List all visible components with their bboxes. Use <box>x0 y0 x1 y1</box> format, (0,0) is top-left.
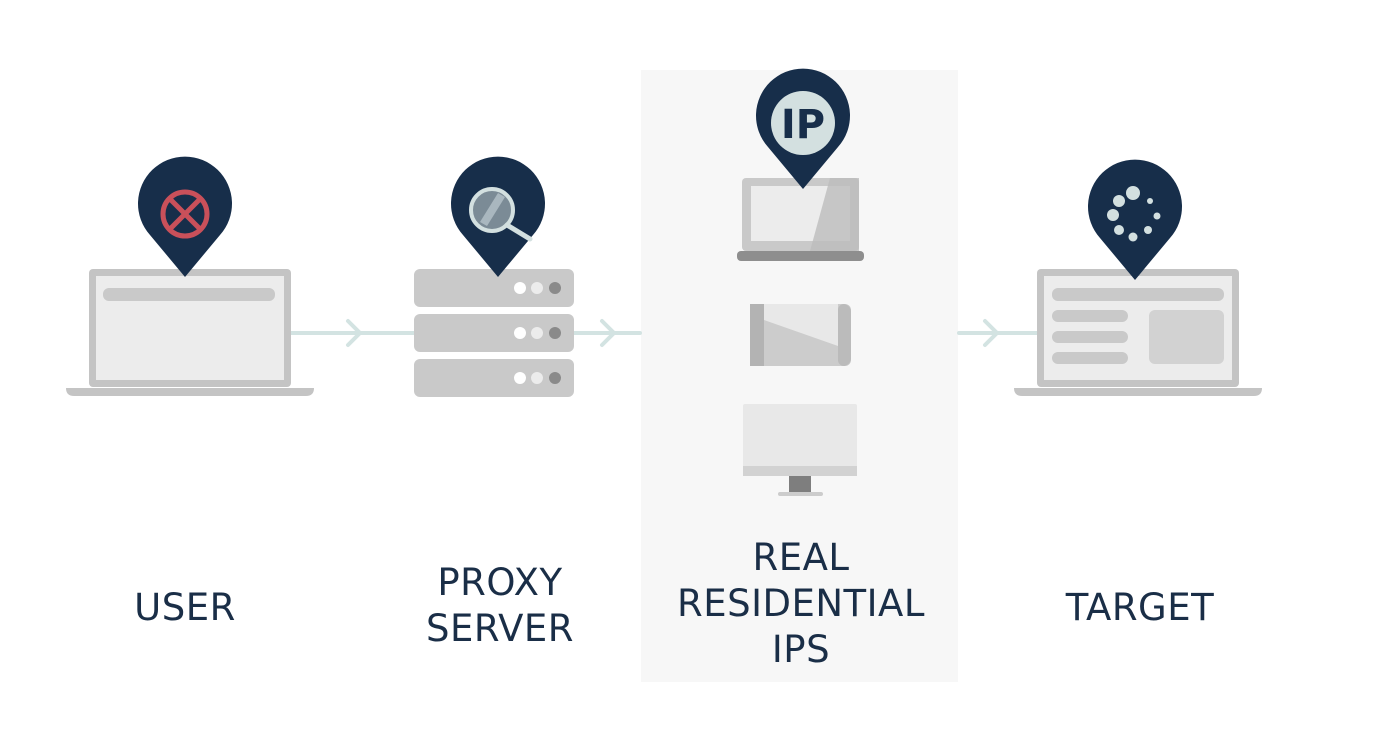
label-user: USER <box>134 586 236 629</box>
label-real-residential-ips: REAL RESIDENTIAL IPS <box>677 536 925 671</box>
target-pin-loading-icon <box>1088 159 1182 280</box>
target-laptop-website-icon <box>1014 269 1262 396</box>
residential-desktop-monitor-icon <box>743 404 857 496</box>
residential-pin-ip-icon <box>755 68 850 189</box>
residential-laptop-icon <box>737 178 864 261</box>
proxy-server-rack-icon <box>414 269 574 397</box>
arrow-user-to-proxy <box>289 319 417 347</box>
arrow-proxy-to-residential <box>572 319 642 347</box>
arrow-residential-to-target <box>957 319 1040 347</box>
ip-pin-text: IP <box>781 102 825 148</box>
residential-tablet-icon <box>750 304 851 366</box>
proxy-pin-magnifier-icon <box>451 156 545 277</box>
user-pin-blocked-icon <box>138 156 232 277</box>
label-target: TARGET <box>1065 586 1215 629</box>
label-proxy-server: PROXY SERVER <box>426 561 574 650</box>
user-laptop-icon <box>66 269 314 396</box>
